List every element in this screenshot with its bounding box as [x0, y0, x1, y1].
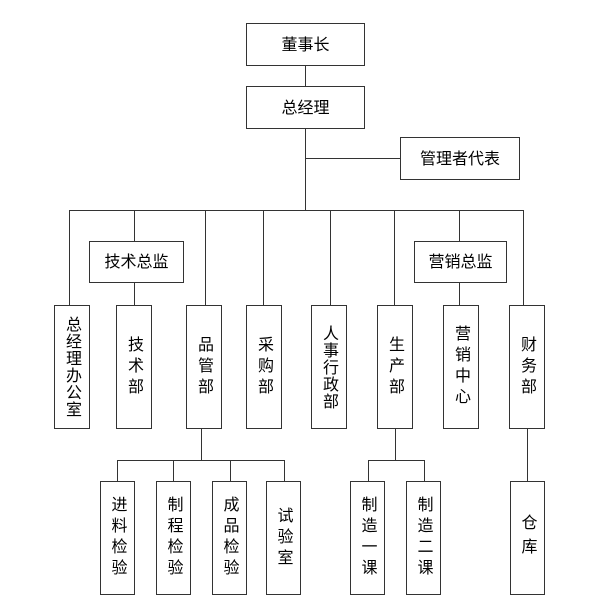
connector	[459, 283, 461, 306]
dept-gm-office: 总经理办公室	[54, 305, 90, 429]
unit-manufacturing-2: 制造二课	[406, 481, 441, 595]
connector	[284, 460, 286, 481]
connector	[230, 460, 232, 481]
connector	[69, 210, 523, 212]
chairman-box: 董事长	[246, 23, 365, 66]
connector	[459, 210, 461, 241]
connector	[368, 460, 424, 462]
unit-final-inspection: 成品检验	[212, 481, 247, 595]
dept-tech: 技术部	[116, 305, 152, 429]
connector	[69, 210, 71, 306]
dept-marketing-center: 营销中心	[443, 305, 479, 429]
connector	[117, 460, 119, 481]
dept-hr-admin: 人事行政部	[311, 305, 347, 429]
connector	[134, 210, 136, 241]
dept-finance: 财务部	[509, 305, 545, 429]
unit-warehouse: 仓库	[510, 481, 545, 595]
unit-incoming-inspection: 进料检验	[100, 481, 135, 595]
connector	[330, 210, 332, 306]
connector	[394, 210, 396, 306]
connector	[173, 460, 175, 481]
connector	[134, 283, 136, 306]
connector	[305, 158, 400, 160]
unit-manufacturing-1: 制造一课	[350, 481, 385, 595]
dept-quality: 品管部	[186, 305, 222, 429]
connector	[523, 210, 525, 306]
connector	[368, 460, 370, 481]
management-representative-box: 管理者代表	[400, 137, 520, 180]
dept-purchasing: 采购部	[246, 305, 282, 429]
tech-director-box: 技术总监	[89, 241, 184, 283]
connector	[263, 210, 265, 306]
connector	[305, 65, 307, 86]
connector	[395, 428, 397, 460]
connector	[201, 428, 203, 460]
sales-director-box: 营销总监	[414, 241, 507, 283]
connector	[305, 128, 307, 211]
connector	[527, 428, 529, 481]
general-manager-box: 总经理	[246, 86, 365, 129]
unit-laboratory: 试验室	[266, 481, 301, 595]
connector	[205, 210, 207, 306]
connector	[424, 460, 426, 481]
unit-process-inspection: 制程检验	[156, 481, 191, 595]
connector	[117, 460, 284, 462]
dept-production: 生产部	[377, 305, 413, 429]
